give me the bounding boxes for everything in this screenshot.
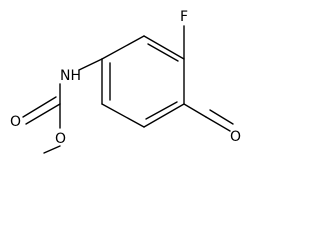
atom-labels: F NH O O O [10,9,241,147]
ring-bond-top-right [143,35,185,60]
ester-oxygen-label: O [55,131,66,147]
amide-nitrogen-label: NH [60,68,81,84]
ring-to-aldehyde-bond [183,103,207,118]
fluorine-label: F [180,9,188,25]
ester-oxygen-to-methyl-bond [43,145,61,154]
ring-bond-bottom-right-inner [145,101,178,120]
carbonyl-double-bond-1 [25,103,61,125]
aldehyde-carbonyl-bond-2 [209,109,234,125]
ring-bond-top-right-inner [147,43,179,62]
bonds [22,25,234,154]
aldehyde-carbonyl-bond-1 [205,116,231,132]
carbonyl-double-bond-2 [22,96,57,118]
structure-svg: F NH O O O [10,9,241,154]
ring-bond-bottom-left [101,103,145,128]
aldehyde-oxygen-label: O [230,129,241,145]
ring-to-nitrogen-bond [78,58,103,71]
ring-bond-bottom-right [143,103,185,128]
carbonyl-oxygen-label: O [10,114,21,130]
ring-bond-top-left [101,35,145,60]
chemical-structure: F NH O O O [10,9,241,154]
